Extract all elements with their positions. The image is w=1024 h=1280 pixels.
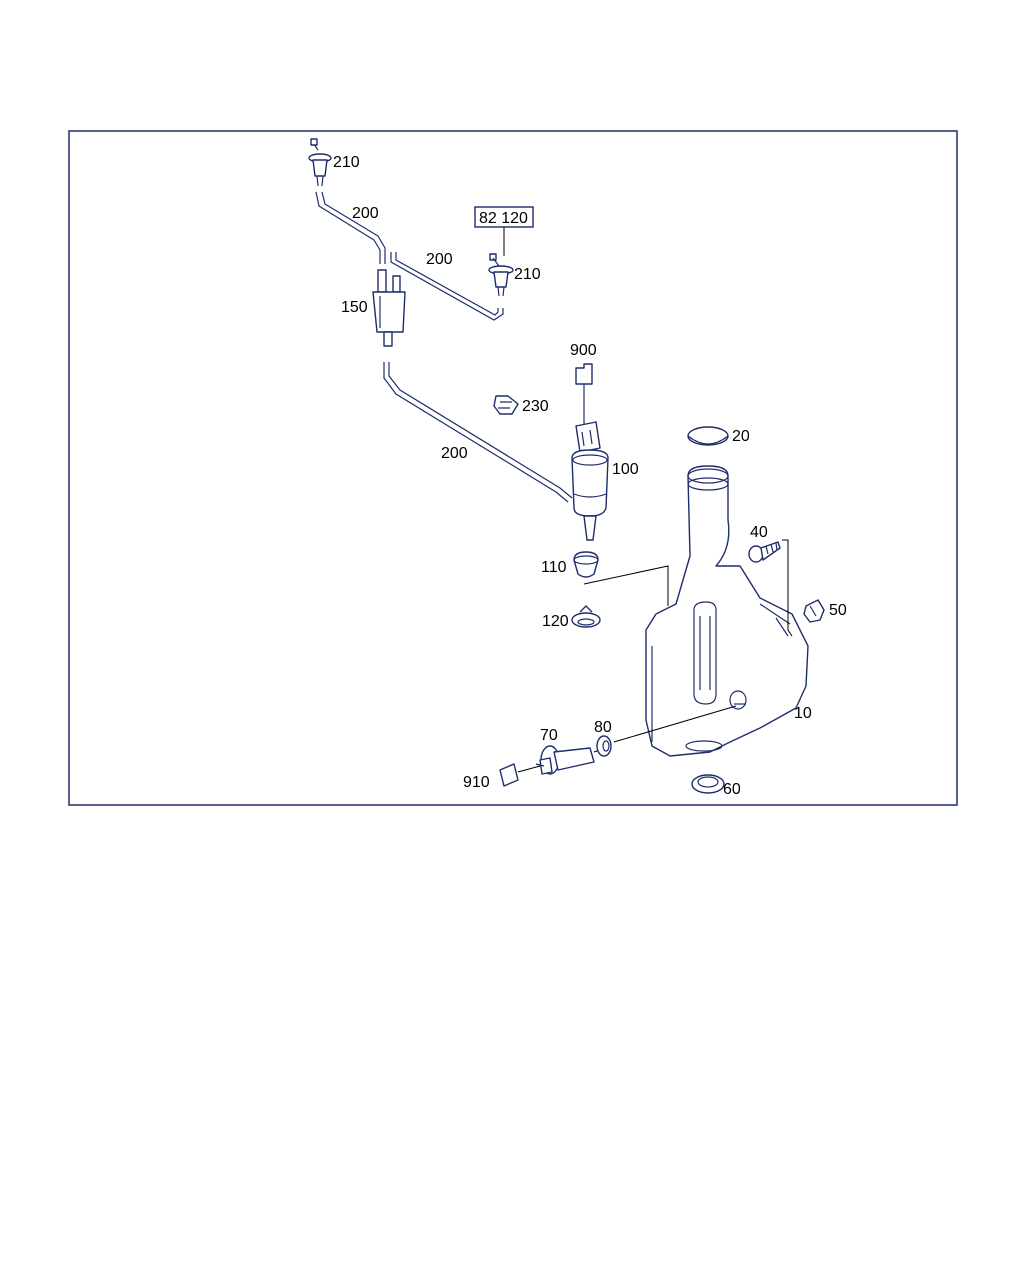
hose-200-upper[interactable] xyxy=(315,191,386,264)
label-900: 900 xyxy=(570,342,597,359)
label-82120: 82 120 xyxy=(479,210,528,227)
hose-200-middle[interactable] xyxy=(390,252,504,321)
label-210-left: 210 xyxy=(333,154,360,171)
label-60: 60 xyxy=(723,781,741,798)
label-20: 20 xyxy=(732,428,750,445)
seal-80[interactable] xyxy=(596,735,612,757)
grommet-110[interactable] xyxy=(573,551,599,578)
screw-40[interactable] xyxy=(748,541,781,563)
grommet-120[interactable] xyxy=(571,605,601,628)
label-210-right: 210 xyxy=(514,266,541,283)
nozzle-210-left[interactable] xyxy=(308,138,332,187)
diagram-frame xyxy=(68,130,958,806)
label-50: 50 xyxy=(829,602,847,619)
label-150: 150 xyxy=(341,299,368,316)
label-910: 910 xyxy=(463,774,490,791)
connector-900[interactable] xyxy=(575,363,593,430)
label-40: 40 xyxy=(750,524,768,541)
label-120: 120 xyxy=(542,613,569,630)
hose-200-lower[interactable] xyxy=(383,362,573,503)
level-sensor-70[interactable] xyxy=(535,745,595,775)
label-10: 10 xyxy=(794,705,812,722)
washer-pump-100[interactable] xyxy=(571,421,609,541)
label-200-upper: 200 xyxy=(352,205,379,222)
nozzle-210-right[interactable] xyxy=(488,253,514,297)
nut-50[interactable] xyxy=(803,599,825,623)
label-80: 80 xyxy=(594,719,612,736)
label-70: 70 xyxy=(540,727,558,744)
connector-910[interactable] xyxy=(499,763,541,787)
label-200-middle: 200 xyxy=(426,251,453,268)
label-230: 230 xyxy=(522,398,549,415)
check-valve-150[interactable] xyxy=(372,269,406,347)
label-100: 100 xyxy=(612,461,639,478)
clip-230[interactable] xyxy=(493,395,519,415)
grommet-60[interactable] xyxy=(691,774,725,794)
reservoir-10[interactable] xyxy=(645,465,809,757)
label-200-lower: 200 xyxy=(441,445,468,462)
filler-cap-20[interactable] xyxy=(687,426,729,446)
label-110: 110 xyxy=(541,559,567,576)
